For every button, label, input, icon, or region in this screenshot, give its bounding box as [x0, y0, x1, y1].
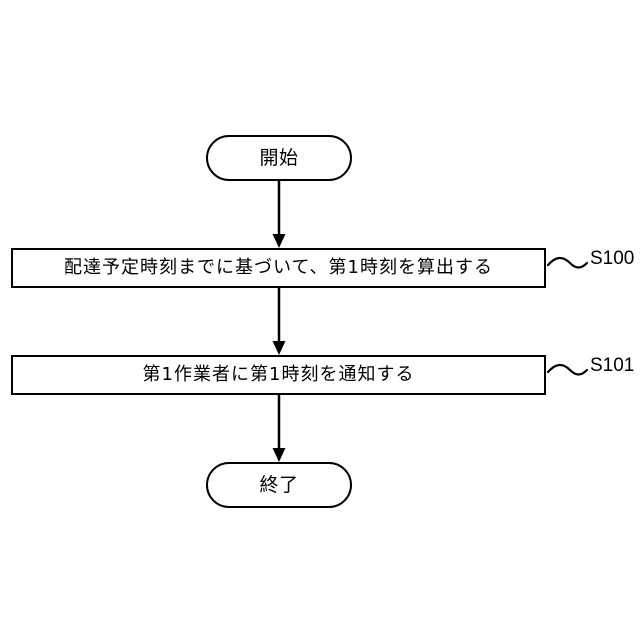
flow-node-s101: 第1作業者に第1時刻を通知する	[11, 355, 546, 395]
flow-node-start-label: 開始	[259, 146, 299, 169]
flow-node-end: 終了	[206, 462, 352, 508]
step-ref-s100: S100	[590, 248, 635, 269]
flow-node-start: 開始	[206, 135, 352, 181]
connector-s101-to-end	[272, 395, 286, 462]
step-ref-s101: S101	[590, 355, 635, 376]
flow-node-s101-label: 第1作業者に第1時刻を通知する	[142, 364, 415, 385]
connector-s100-to-s101	[272, 288, 286, 355]
connector-start-to-s100	[272, 181, 286, 248]
leader-line-s100	[546, 256, 589, 269]
leader-line-s101	[546, 363, 589, 376]
flow-node-end-label: 終了	[259, 473, 299, 496]
flow-node-s100-label: 配達予定時刻までに基づいて、第1時刻を算出する	[63, 257, 493, 278]
flow-node-s100: 配達予定時刻までに基づいて、第1時刻を算出する	[11, 248, 546, 288]
